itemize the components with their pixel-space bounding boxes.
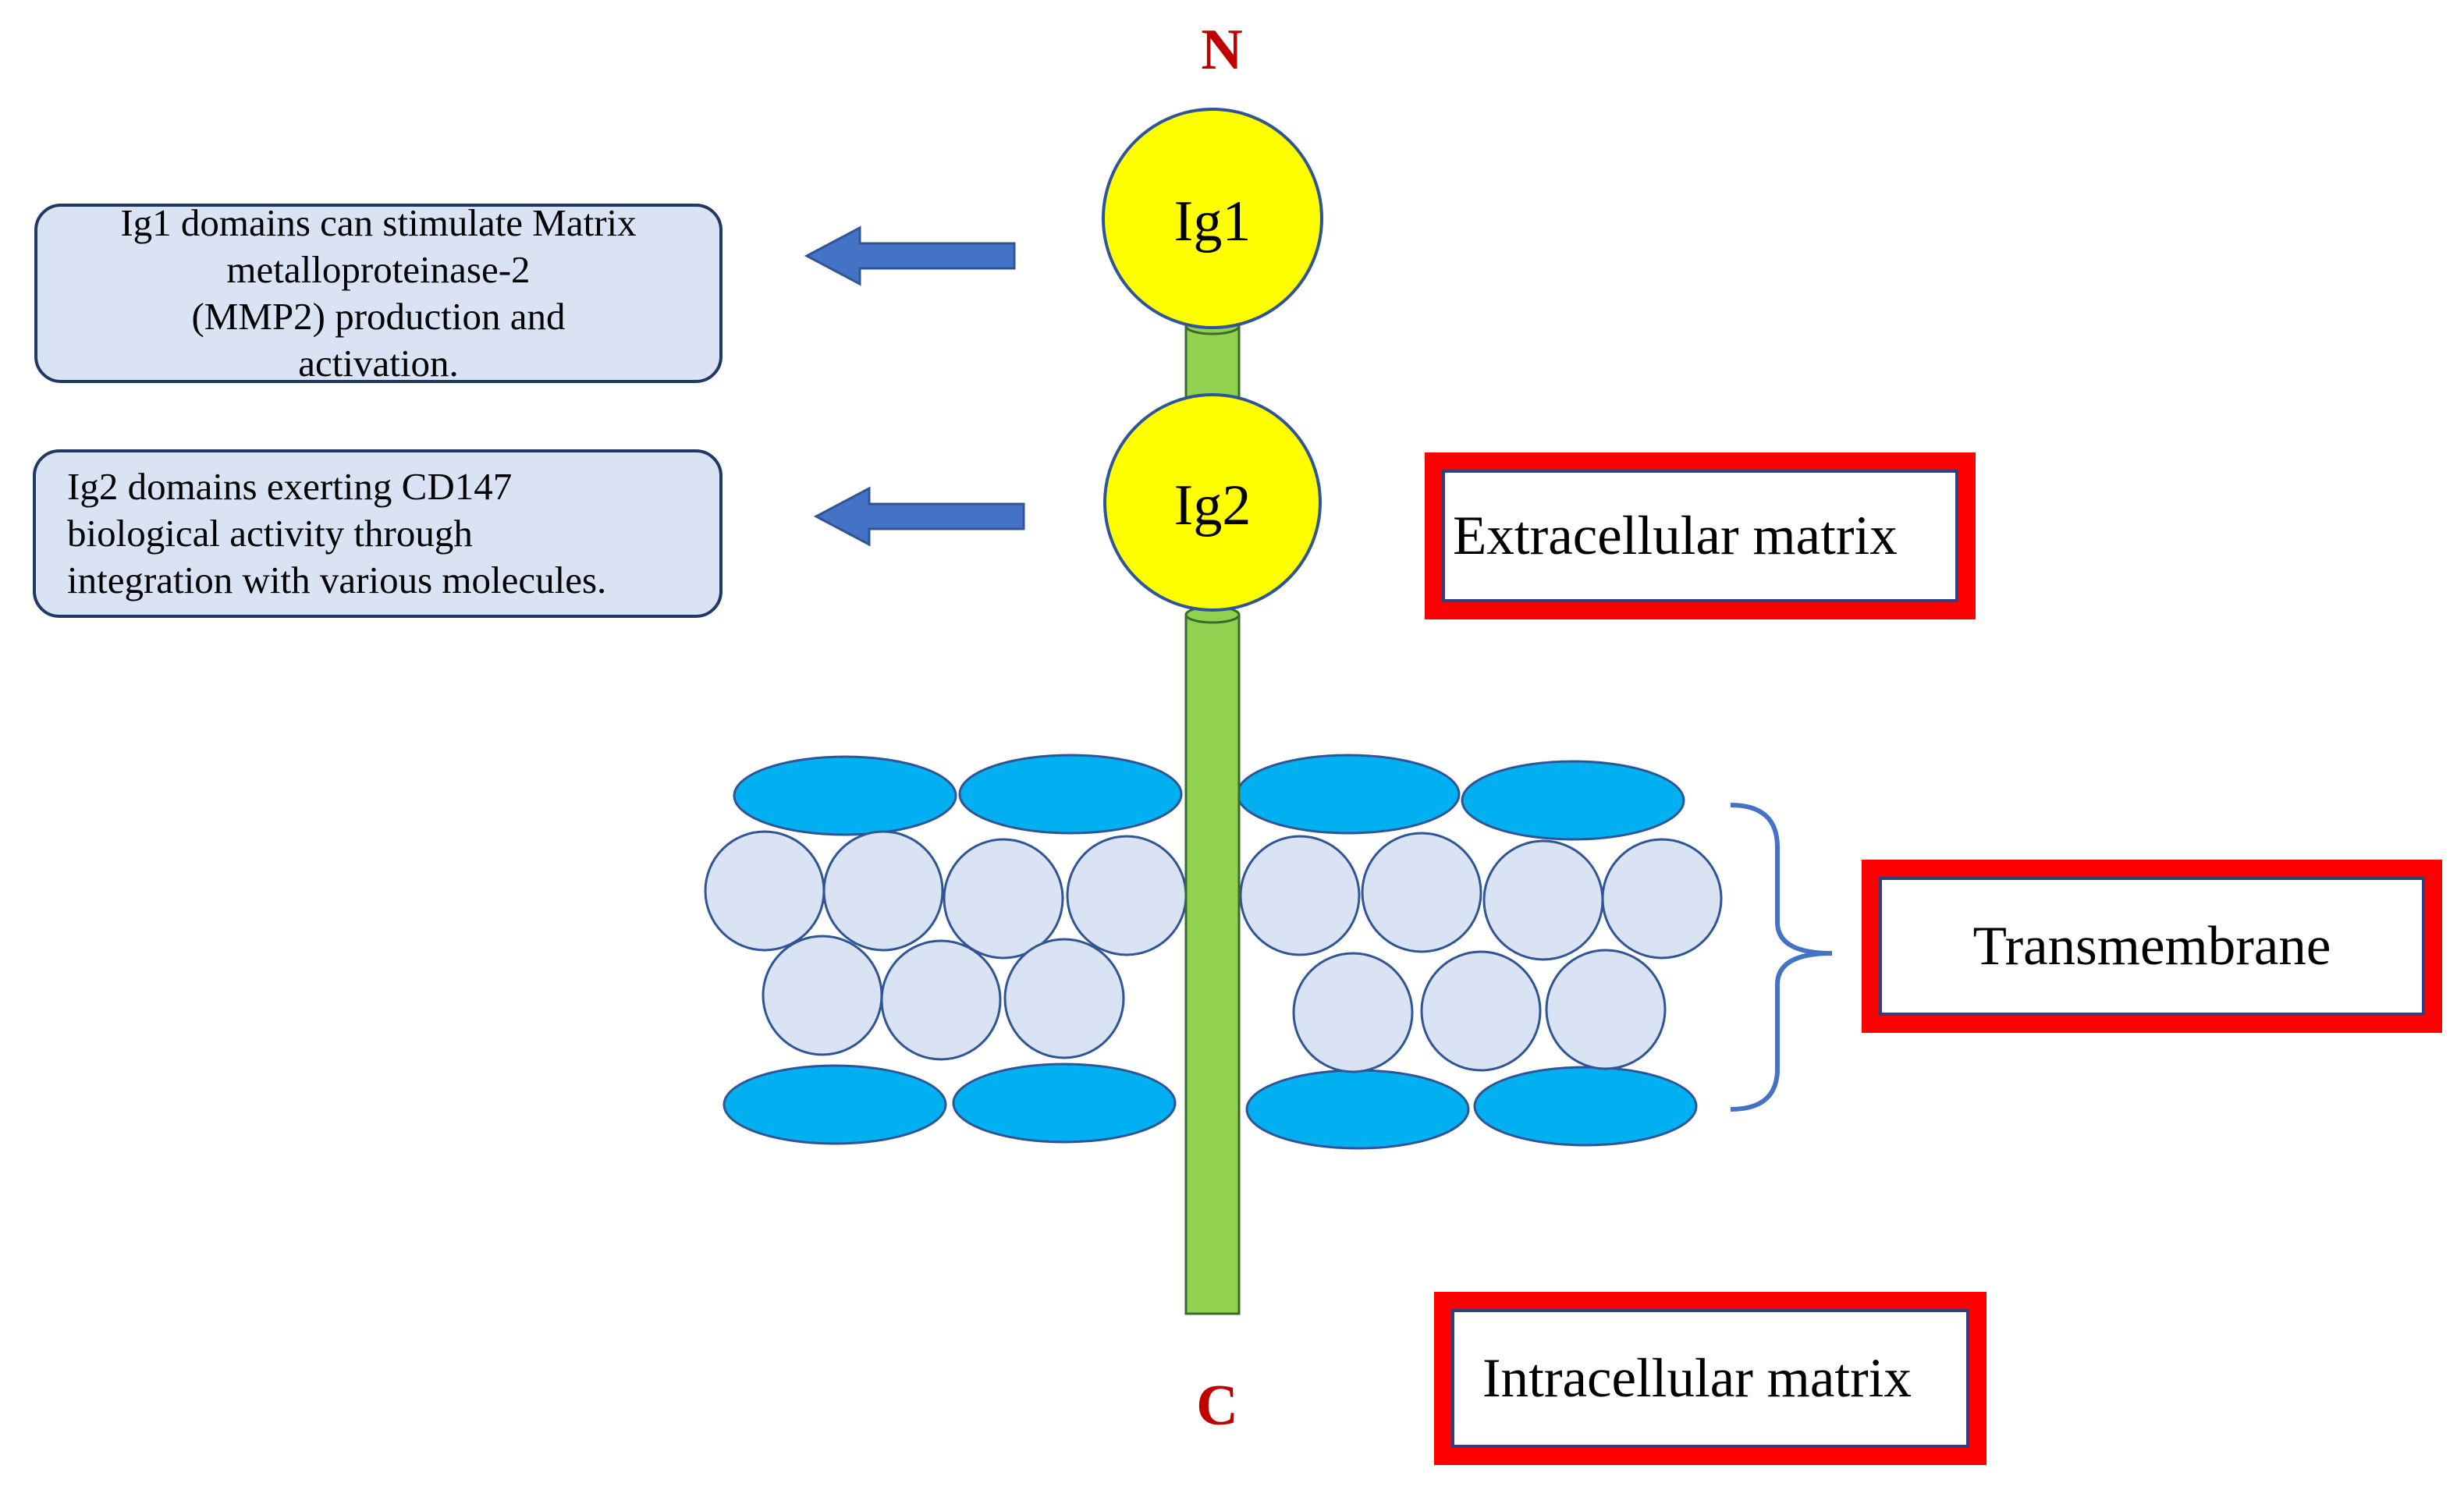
intracellular-matrix-label: Intracellular matrix xyxy=(1482,1347,1912,1409)
lipid-tail xyxy=(880,939,1002,1061)
membrane-top-heads xyxy=(733,754,1685,841)
lipid-head xyxy=(1245,1069,1470,1150)
lipid-tail xyxy=(822,830,944,952)
ig2-note-text: Ig2 domains exerting CD147 biological ac… xyxy=(67,465,607,601)
transmembrane-stalk xyxy=(1184,613,1241,1315)
transmembrane-label: Transmembrane xyxy=(1972,915,2331,977)
lipid-tail xyxy=(1420,950,1542,1072)
transmembrane-brace xyxy=(1730,803,1833,1112)
ig2-note: Ig2 domains exerting CD147 biological ac… xyxy=(33,449,723,618)
ig1-note-text: Ig1 domains can stimulate Matrix metallo… xyxy=(120,201,637,385)
lipid-head xyxy=(1461,760,1685,841)
ig2-arrow xyxy=(813,486,1025,547)
lipid-tail xyxy=(1482,839,1604,961)
ig2-label: Ig2 xyxy=(1174,474,1252,537)
lipid-head xyxy=(952,1063,1177,1144)
linker-segment xyxy=(1184,325,1241,401)
n-terminal-label: N xyxy=(1201,18,1242,82)
extracellular-matrix-label: Extracellular matrix xyxy=(1453,505,1898,566)
transmembrane-box: Transmembrane xyxy=(1862,860,2442,1033)
lipid-head xyxy=(1236,754,1461,835)
membrane-tails xyxy=(704,830,1723,1073)
lipid-tail xyxy=(762,935,883,1056)
extracellular-matrix-box: Extracellular matrix xyxy=(1425,452,1976,619)
ig1-note: Ig1 domains can stimulate Matrix metallo… xyxy=(34,201,723,385)
ig2-domain xyxy=(1103,393,1322,612)
lipid-tail xyxy=(943,838,1064,960)
lipid-head xyxy=(958,754,1183,835)
lipid-tail xyxy=(1003,938,1125,1059)
lipid-tail xyxy=(1066,835,1188,956)
lipid-tail xyxy=(704,830,825,952)
lipid-tail xyxy=(1292,952,1414,1073)
protein-stalk xyxy=(1184,317,1241,1315)
lipid-tail xyxy=(1239,835,1361,956)
lipid-head xyxy=(733,755,957,836)
ig1-arrow xyxy=(804,225,1016,286)
membrane-bottom-heads xyxy=(723,1063,1698,1150)
c-terminal-label: C xyxy=(1196,1374,1237,1438)
lipid-head xyxy=(723,1064,947,1145)
lipid-head xyxy=(1473,1066,1698,1147)
intracellular-matrix-box: Intracellular matrix xyxy=(1434,1292,1986,1465)
ig1-domain xyxy=(1102,108,1323,329)
lipid-tail xyxy=(1361,832,1482,953)
ig1-label: Ig1 xyxy=(1174,190,1252,254)
lipid-tail xyxy=(1601,838,1723,960)
lipid-tail xyxy=(1545,949,1667,1070)
